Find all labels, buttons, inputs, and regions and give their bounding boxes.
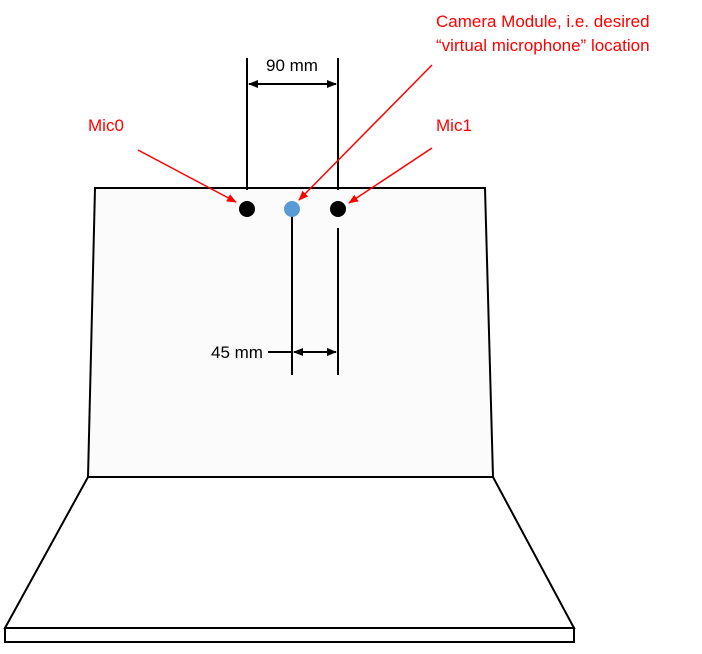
- mic1-pointer-arrow: [348, 147, 433, 204]
- mic0-label: Mic0: [88, 116, 124, 135]
- mic1-dot: [330, 201, 346, 217]
- laptop-base-edge: [4, 627, 575, 643]
- laptop-screen: [86, 187, 495, 478]
- camera-pointer-arrow: [298, 64, 433, 201]
- camera-label-line2: “virtual microphone” location: [436, 36, 650, 55]
- laptop-base: [3, 476, 576, 629]
- spacing-half-label: 45 mm: [211, 343, 263, 362]
- spacing-top-label: 90 mm: [266, 56, 318, 75]
- mic1-label: Mic1: [436, 116, 472, 135]
- mic0-pointer-arrow: [137, 149, 237, 203]
- camera-label-line1: Camera Module, i.e. desired: [436, 12, 650, 31]
- camera-dot: [284, 201, 300, 217]
- mic0-dot: [239, 201, 255, 217]
